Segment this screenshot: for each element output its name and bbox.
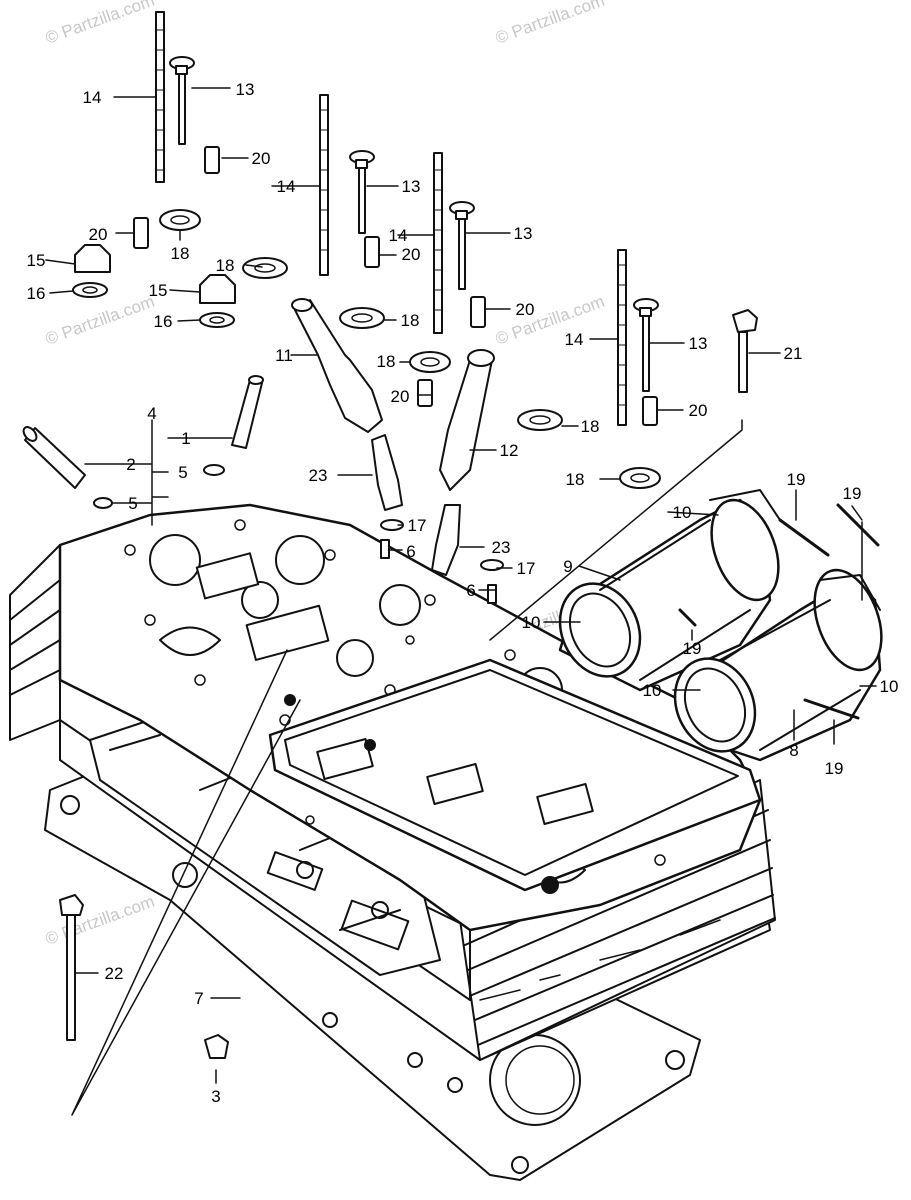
callout-17: 17: [517, 559, 536, 578]
callout-18: 18: [171, 244, 190, 263]
bolt-21: [732, 309, 758, 393]
callout-11: 11: [275, 346, 293, 365]
watermark-text: © Partzilla.com: [493, 292, 607, 349]
leader-lines: [45, 87, 877, 1116]
callout-20: 20: [391, 387, 410, 406]
plug-cap-11: [291, 298, 383, 433]
callout-14: 14: [83, 88, 102, 107]
intake-insulator-upper: [558, 489, 781, 692]
callout-3: 3: [211, 1087, 220, 1106]
callout-18: 18: [377, 352, 396, 371]
callout-23: 23: [309, 466, 328, 485]
callout-16: 16: [154, 312, 173, 331]
callout-10: 10: [643, 681, 662, 700]
callout-6: 6: [466, 581, 475, 600]
intake-insulator-lower: [673, 568, 883, 762]
callout-10: 10: [673, 503, 692, 522]
callout-2: 2: [126, 455, 135, 474]
bolt-13: [169, 56, 659, 392]
callout-16: 16: [27, 284, 46, 303]
callout-6: 6: [406, 542, 415, 561]
callout-14: 14: [389, 226, 408, 245]
guide-pin-1: [231, 375, 264, 449]
watermark-text: © Partzilla.com: [493, 0, 607, 48]
watermark-text: © Partzilla.com: [43, 292, 157, 349]
callout-18: 18: [216, 256, 235, 275]
stud-14: [155, 11, 627, 426]
callout-4: 4: [147, 404, 156, 423]
callout-18: 18: [566, 470, 585, 489]
callout-20: 20: [402, 245, 421, 264]
bolt-22: [59, 894, 84, 1041]
nut-3: [204, 1034, 229, 1059]
callout-20: 20: [516, 300, 535, 319]
callout-19: 19: [683, 639, 702, 658]
callout-5: 5: [128, 494, 137, 513]
plug-cap-12: [439, 349, 495, 491]
callout-21: 21: [784, 344, 803, 363]
callout-14: 14: [277, 177, 296, 196]
callout-13: 13: [689, 334, 708, 353]
callout-22: 22: [105, 964, 124, 983]
callout-20: 20: [89, 225, 108, 244]
callout-19: 19: [843, 484, 862, 503]
callout-8: 8: [789, 741, 798, 760]
cylinder-head: [9, 503, 776, 1061]
washer-18: [159, 209, 661, 489]
callout-18: 18: [581, 417, 600, 436]
callout-18: 18: [401, 311, 420, 330]
combustion-chamber-1: [149, 534, 279, 619]
callout-labels: 14 13 20 14 13 20 18 15 16 18 14 13 20 1…: [27, 80, 899, 1106]
guide-pin-2: [22, 426, 86, 489]
callout-10: 10: [522, 613, 541, 632]
callout-13: 13: [514, 224, 533, 243]
callout-15: 15: [27, 251, 46, 270]
callout-10: 10: [880, 677, 899, 696]
callout-5: 5: [178, 463, 187, 482]
bolt-19: [678, 503, 880, 720]
callout-1: 1: [181, 429, 190, 448]
cap-nut-15: [74, 244, 236, 304]
callout-20: 20: [252, 149, 271, 168]
callout-17: 17: [408, 516, 427, 535]
watermark-text: © Partzilla.com: [43, 0, 157, 48]
callout-13: 13: [402, 177, 421, 196]
spark-plug-23: [371, 434, 461, 576]
combustion-chamber-2: [245, 535, 374, 677]
callout-19: 19: [787, 470, 806, 489]
callout-23: 23: [492, 538, 511, 557]
callout-15: 15: [149, 281, 168, 300]
callout-13: 13: [236, 80, 255, 99]
callout-9: 9: [563, 557, 572, 576]
callout-19: 19: [825, 759, 844, 778]
callout-14: 14: [565, 330, 584, 349]
dowel-pin-20: [133, 146, 658, 426]
callout-12: 12: [500, 441, 519, 460]
dowel-6: [380, 539, 497, 604]
callout-20: 20: [689, 401, 708, 420]
callout-7: 7: [194, 989, 203, 1008]
